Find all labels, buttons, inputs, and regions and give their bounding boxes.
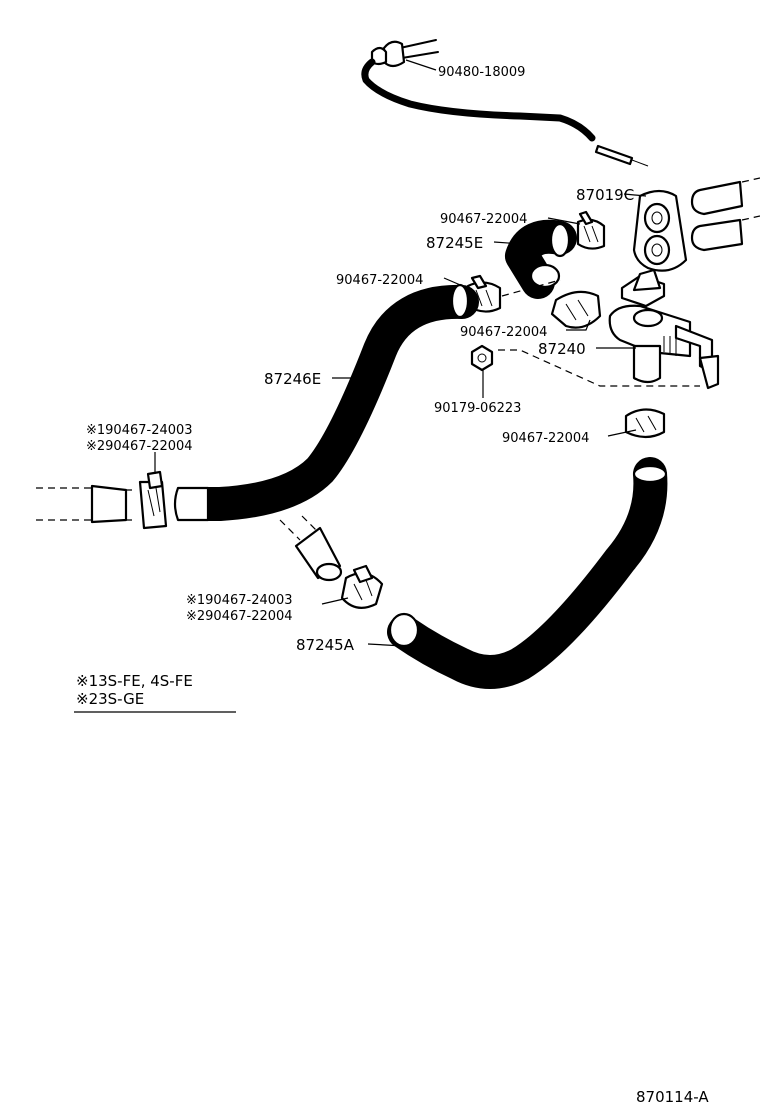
clamp-upper bbox=[576, 210, 606, 250]
label-mid-alt-1: ※190467-24003 bbox=[186, 593, 293, 608]
legend-note-1: ※13S-FE, 4S-FE bbox=[76, 672, 193, 690]
legend-note-2: ※23S-GE bbox=[76, 690, 144, 708]
clamp-lower-right bbox=[624, 408, 666, 439]
label-87245a: 87245A bbox=[296, 636, 355, 654]
routing-lines bbox=[498, 279, 700, 387]
label-87246e: 87246E bbox=[264, 370, 321, 388]
figure-code: 870114-A bbox=[636, 1088, 709, 1106]
label-left-alt-1: ※190467-24003 bbox=[86, 423, 193, 438]
label-90179-06223: 90179-06223 bbox=[434, 401, 521, 416]
sensor-wire-assembly bbox=[361, 39, 649, 167]
hose-87245e bbox=[505, 219, 577, 299]
leader-lines bbox=[74, 59, 647, 713]
label-87240: 87240 bbox=[538, 340, 586, 358]
valve-87240 bbox=[608, 268, 720, 390]
label-left-alt-2: ※290467-22004 bbox=[86, 439, 193, 454]
legend: ※13S-FE, 4S-FE ※23S-GE bbox=[76, 672, 193, 708]
label-90467-22004-bottom: 90467-22004 bbox=[502, 431, 589, 446]
right-pipe-stubs bbox=[690, 177, 760, 252]
label-90467-22004-mid: 90467-22004 bbox=[336, 273, 423, 288]
hose-87246e bbox=[173, 283, 479, 522]
label-90480-18009: 90480-18009 bbox=[438, 65, 525, 80]
label-90467-22004-lower: 90467-22004 bbox=[460, 325, 547, 340]
label-90467-22004-upper: 90467-22004 bbox=[440, 212, 527, 227]
grommet-87019c bbox=[632, 189, 688, 272]
left-pipe bbox=[36, 470, 168, 530]
label-87245e: 87245E bbox=[426, 234, 483, 252]
part-labels: 90480-18009 87019C 90467-22004 87245E 90… bbox=[86, 65, 634, 654]
label-mid-alt-2: ※290467-22004 bbox=[186, 609, 293, 624]
label-87019c: 87019C bbox=[576, 186, 634, 204]
middle-pipe bbox=[279, 515, 384, 609]
nut-90179-06223 bbox=[470, 344, 494, 372]
hose-87245a bbox=[387, 457, 668, 689]
clamp-lower bbox=[550, 290, 602, 329]
